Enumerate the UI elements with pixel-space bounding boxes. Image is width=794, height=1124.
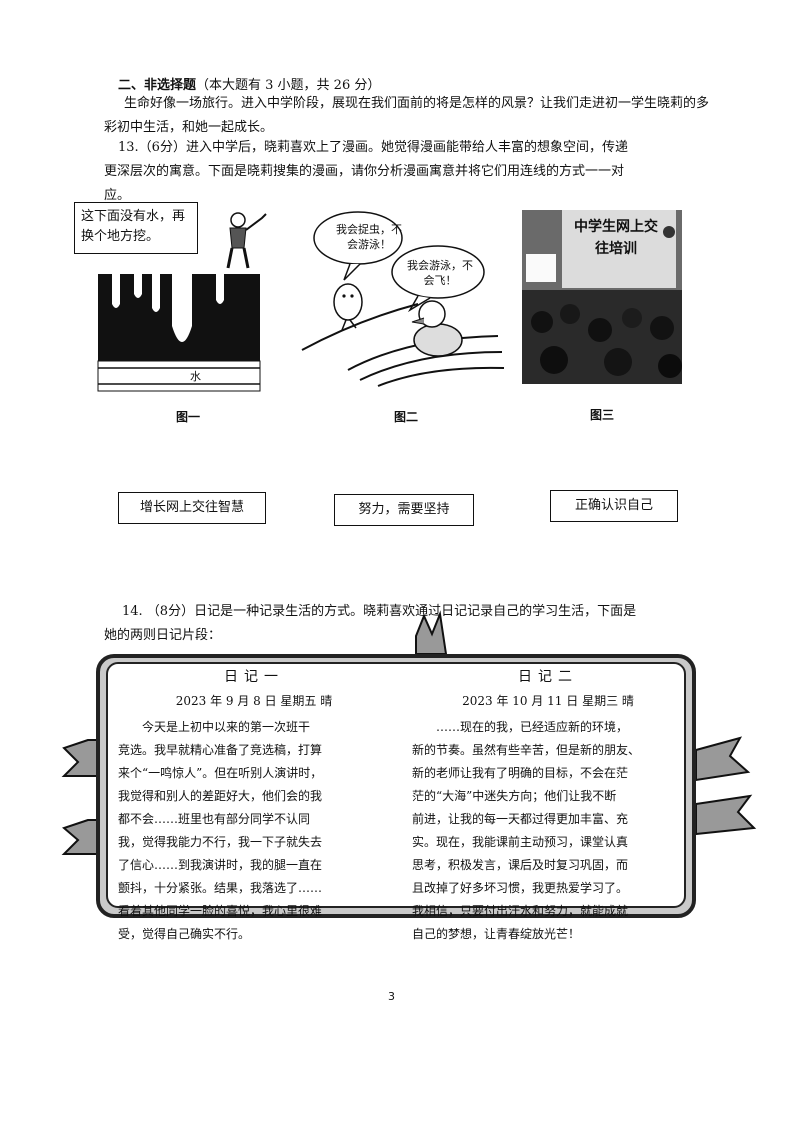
diary-1-date: 2023 年 9 月 8 日 星期五 晴 [175, 694, 333, 708]
question-13-line: 13.（6分）进入中学后，晓莉喜欢上了漫画。她觉得漫画能带给人丰富的想象空间，传… [118, 140, 628, 155]
diary-1-line: 竞选。我早就精心准备了竞选稿，打算 [118, 743, 323, 757]
diary-2-line: 思考，积极发言，课后及时复习巩固，而 [412, 858, 629, 872]
diary-1-line: 颤抖，十分紧张。结果，我落选了…… [118, 881, 323, 895]
question-14: 14. （8分）日记是一种记录生活的方式。晓莉喜欢通过日记记录自己的学习生活，下… [104, 600, 682, 648]
diary-1-line: 了信心……到我演讲时，我的腿一直在 [118, 858, 323, 872]
diary-1-line: 看着其他同学一脸的喜悦，我心里很难 [118, 904, 323, 918]
diary-1-line: 受，觉得自己确实不行。 [118, 927, 251, 941]
question-13: 13.（6分）进入中学后，晓莉喜欢上了漫画。她觉得漫画能带给人丰富的想象空间，传… [104, 136, 678, 208]
diary-1-title: 日记一 [224, 669, 284, 685]
page-number: 3 [388, 990, 395, 1003]
chick-speech-text: 我会捉虫，不会游泳！ [336, 223, 402, 251]
diary-2-line: ……现在的我，已经适应新的环境， [436, 720, 629, 734]
chick-and-duck-illustration [301, 211, 505, 387]
answer-option-1[interactable]: 增长网上交往智慧 [118, 492, 266, 524]
diary-1-line: 我觉得和别人的差距好大，他们会的我 [118, 789, 323, 803]
diary-1-body: 今天是上初中以来的第一次班干 竞选。我早就精心准备了竞选稿，打算 来个“一鸣惊人… [118, 716, 390, 946]
section-intro: 生命好像一场旅行。进入中学阶段，展现在我们面前的将是怎样的风景？让我们走进初一学… [104, 96, 710, 135]
question-13-line: 应。 [104, 188, 131, 203]
question-14-line: 她的两则日记片段： [104, 628, 222, 643]
diary-1-line: 来个“一鸣惊人”。但在听别人演讲时， [118, 766, 323, 780]
digging-cartoon-illustration [97, 212, 267, 392]
question-13-line: 更深层次的寓意。下面是晓莉搜集的漫画，请你分析漫画寓意并将它们用连线的方式一一对 [104, 164, 625, 179]
question-14-line: 14. （8分）日记是一种记录生活的方式。晓莉喜欢通过日记记录自己的学习生活，下… [122, 604, 637, 619]
photo-banner-text: 中学生网上交往培训 [574, 219, 658, 257]
duck-speech-text: 我会游泳，不会飞！ [407, 259, 473, 287]
diary-frame-decoration [61, 610, 757, 855]
water-label: 水 [190, 370, 201, 383]
section-title: 二、非选择题（本大题有 3 小题，共 26 分） [118, 78, 381, 93]
figure-2-label: 图二 [394, 410, 419, 424]
figure-2-cartoon [298, 208, 508, 388]
diary-1-line: 都不会……班里也有部分同学不认同 [118, 812, 311, 826]
diary-1: 日记一 2023 年 9 月 8 日 星期五 晴 今天是上初中以来的第一次班干 … [118, 664, 390, 946]
figure-3-photo: 中学生网上交往培训 [522, 210, 682, 384]
diary-1-line: 我，觉得我能力不行，我一下子就失去 [118, 835, 323, 849]
diary-2-line: 我相信，只要付出汗水和努力，就能成就 [412, 904, 629, 918]
diary-1-line: 今天是上初中以来的第一次班干 [142, 720, 311, 734]
answer-option-2[interactable]: 努力，需要坚持 [334, 494, 474, 526]
classroom-photo [522, 210, 682, 384]
diary-2-line: 茫的“大海”中迷失方向；他们让我不断 [412, 789, 617, 803]
figure-1-speech-bubble: 这下面没有水，再换个地方挖。 [74, 202, 198, 254]
figure-1-cartoon: 水 [70, 196, 270, 396]
figure-3-label: 图三 [590, 408, 615, 422]
diary-2: 日记二 2023 年 10 月 11 日 星期三 晴 ……现在的我，已经适应新的… [412, 664, 684, 946]
diary-2-line: 新的老师让我有了明确的目标，不会在茫 [412, 766, 629, 780]
diary-2-line: 前进，让我的每一天都过得更加丰富、充 [412, 812, 629, 826]
diary-2-line: 且改掉了好多坏习惯，我更热爱学习了。 [412, 881, 629, 895]
diary-2-line: 自己的梦想，让青春绽放光芒！ [412, 927, 581, 941]
diary-2-line: 实。现在，我能课前主动预习，课堂认真 [412, 835, 629, 849]
diary-2-line: 新的节奏。虽然有些辛苦，但是新的朋友、 [412, 743, 641, 757]
diary-2-title: 日记二 [518, 669, 578, 685]
figure-1-label: 图一 [176, 410, 201, 424]
diary-2-body: ……现在的我，已经适应新的环境， 新的节奏。虽然有些辛苦，但是新的朋友、 新的老… [412, 716, 684, 946]
diary-paper [106, 662, 686, 908]
answer-option-3[interactable]: 正确认识自己 [550, 490, 678, 522]
diary-2-date: 2023 年 10 月 11 日 星期三 晴 [462, 694, 634, 708]
